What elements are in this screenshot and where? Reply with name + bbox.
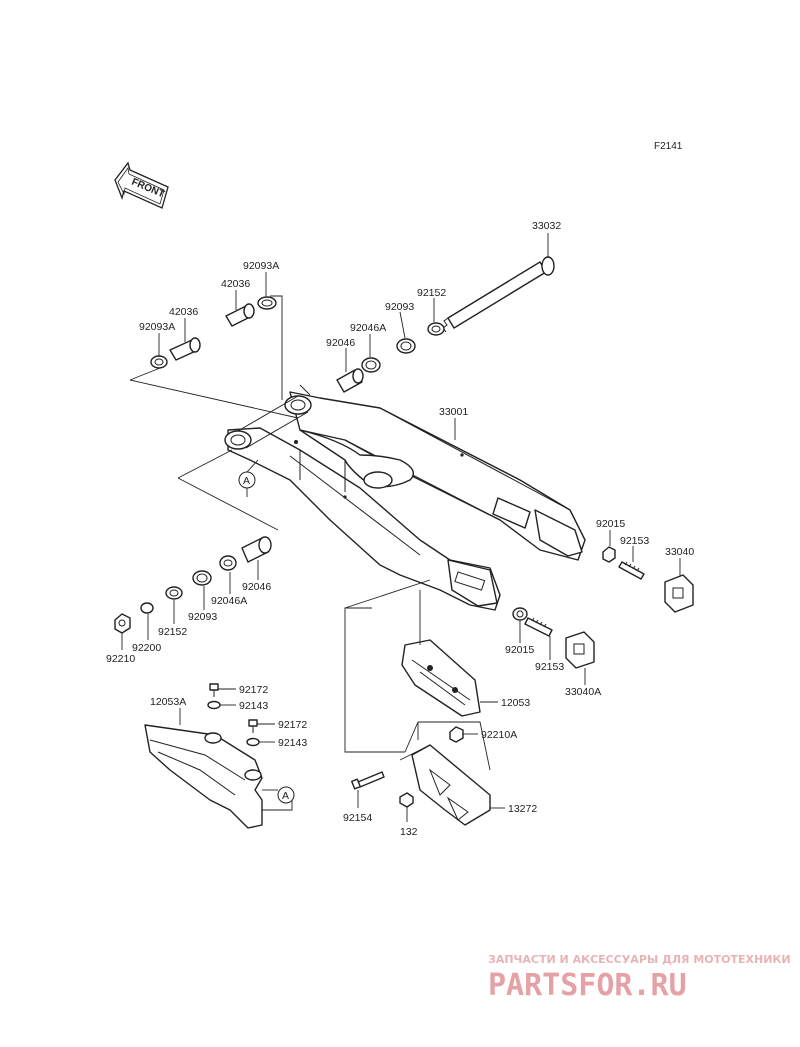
label-92046-bottom: 92046 [242, 581, 271, 593]
watermark-tagline: ЗАПЧАСТИ И АКСЕССУАРЫ ДЛЯ МОТОТЕХНИКИ [488, 953, 791, 966]
collar-42036-top [225, 303, 255, 327]
bolt-132 [399, 792, 414, 808]
reference-marker-a-lower: A [277, 786, 295, 804]
label-92143-b: 92143 [278, 737, 307, 749]
label-33032: 33032 [532, 220, 561, 232]
bearing-92046A-bottom [219, 555, 237, 571]
washer-92143-b [246, 737, 260, 747]
assembly-lines [129, 295, 491, 811]
washer-92200 [140, 602, 154, 614]
label-92152-top: 92152 [417, 287, 446, 299]
label-33001: 33001 [439, 406, 468, 418]
chain-guide-13272 [411, 744, 491, 826]
svg-text:A: A [243, 475, 250, 487]
label-92093A-left: 92093A [139, 321, 175, 333]
bearing-92046-top [336, 368, 364, 393]
label-leaders [121, 272, 681, 822]
label-92153-lower: 92153 [535, 661, 564, 673]
label-33040: 33040 [665, 546, 694, 558]
reference-marker-a-upper: A [238, 471, 256, 489]
washer-92152-top [427, 322, 445, 336]
screw-92172-b [248, 719, 258, 733]
chain-slider-12053 [401, 639, 481, 717]
adjuster-33040 [664, 574, 694, 613]
label-92046A-bottom: 92046A [211, 595, 247, 607]
bolt-92154 [351, 771, 385, 790]
chain-slider-12053A [144, 724, 263, 829]
label-92143-a: 92143 [239, 700, 268, 712]
label-92210: 92210 [106, 653, 135, 665]
figure-code: F2141 [654, 141, 683, 152]
watermark-logo: PARTSFOR.RU [488, 968, 687, 1003]
label-92154: 92154 [343, 812, 372, 824]
label-92015-right: 92015 [596, 518, 625, 530]
label-33040A: 33040A [565, 686, 601, 698]
label-92093-bottom: 92093 [188, 611, 217, 623]
label-92200: 92200 [132, 642, 161, 654]
screw-92172-a [209, 683, 219, 697]
label-13272: 13272 [508, 803, 537, 815]
seal-92093A-left [150, 355, 168, 369]
watermark: ЗАПЧАСТИ И АКСЕССУАРЫ ДЛЯ МОТОТЕХНИКИ PA… [488, 953, 791, 1003]
label-92093A-top: 92093A [243, 260, 279, 272]
label-92152-bottom: 92152 [158, 626, 187, 638]
label-92046-top: 92046 [326, 337, 355, 349]
nut-92210A [449, 726, 464, 743]
label-92172-a: 92172 [239, 684, 268, 696]
nut-92015-lower [512, 607, 528, 621]
label-92015-lower: 92015 [505, 644, 534, 656]
seal-92093-top [396, 338, 416, 354]
label-92093-top: 92093 [385, 301, 414, 313]
label-12053A: 12053A [150, 696, 186, 708]
label-132: 132 [400, 826, 418, 838]
label-12053: 12053 [501, 697, 530, 709]
seal-92093A-top [257, 296, 277, 310]
part-labels: 33032 92093A 42036 42036 92093A 92152 92… [106, 220, 694, 838]
label-92172-b: 92172 [278, 719, 307, 731]
label-92046A-top: 92046A [350, 322, 386, 334]
label-42036-top: 42036 [221, 278, 250, 290]
front-arrow-icon: FRONT [114, 161, 169, 209]
swingarm-33001 [224, 391, 586, 611]
label-42036-left: 42036 [169, 306, 198, 318]
label-92153-right: 92153 [620, 535, 649, 547]
svg-text:A: A [282, 790, 289, 802]
collar-42036-left [169, 337, 201, 361]
nut-92210 [114, 613, 131, 634]
washer-92143-a [207, 700, 221, 710]
label-92210A: 92210A [481, 729, 517, 741]
bearing-92046-bottom [241, 536, 272, 563]
seal-92093-bottom [192, 570, 212, 586]
nut-92015-right [602, 546, 616, 563]
adjuster-33040A [565, 631, 595, 669]
bolt-92153-lower [524, 617, 553, 637]
bolt-92153-right [618, 561, 645, 580]
axle-33032 [442, 256, 555, 333]
washer-92152-bottom [165, 586, 183, 600]
bearing-92046A-top [361, 357, 381, 373]
